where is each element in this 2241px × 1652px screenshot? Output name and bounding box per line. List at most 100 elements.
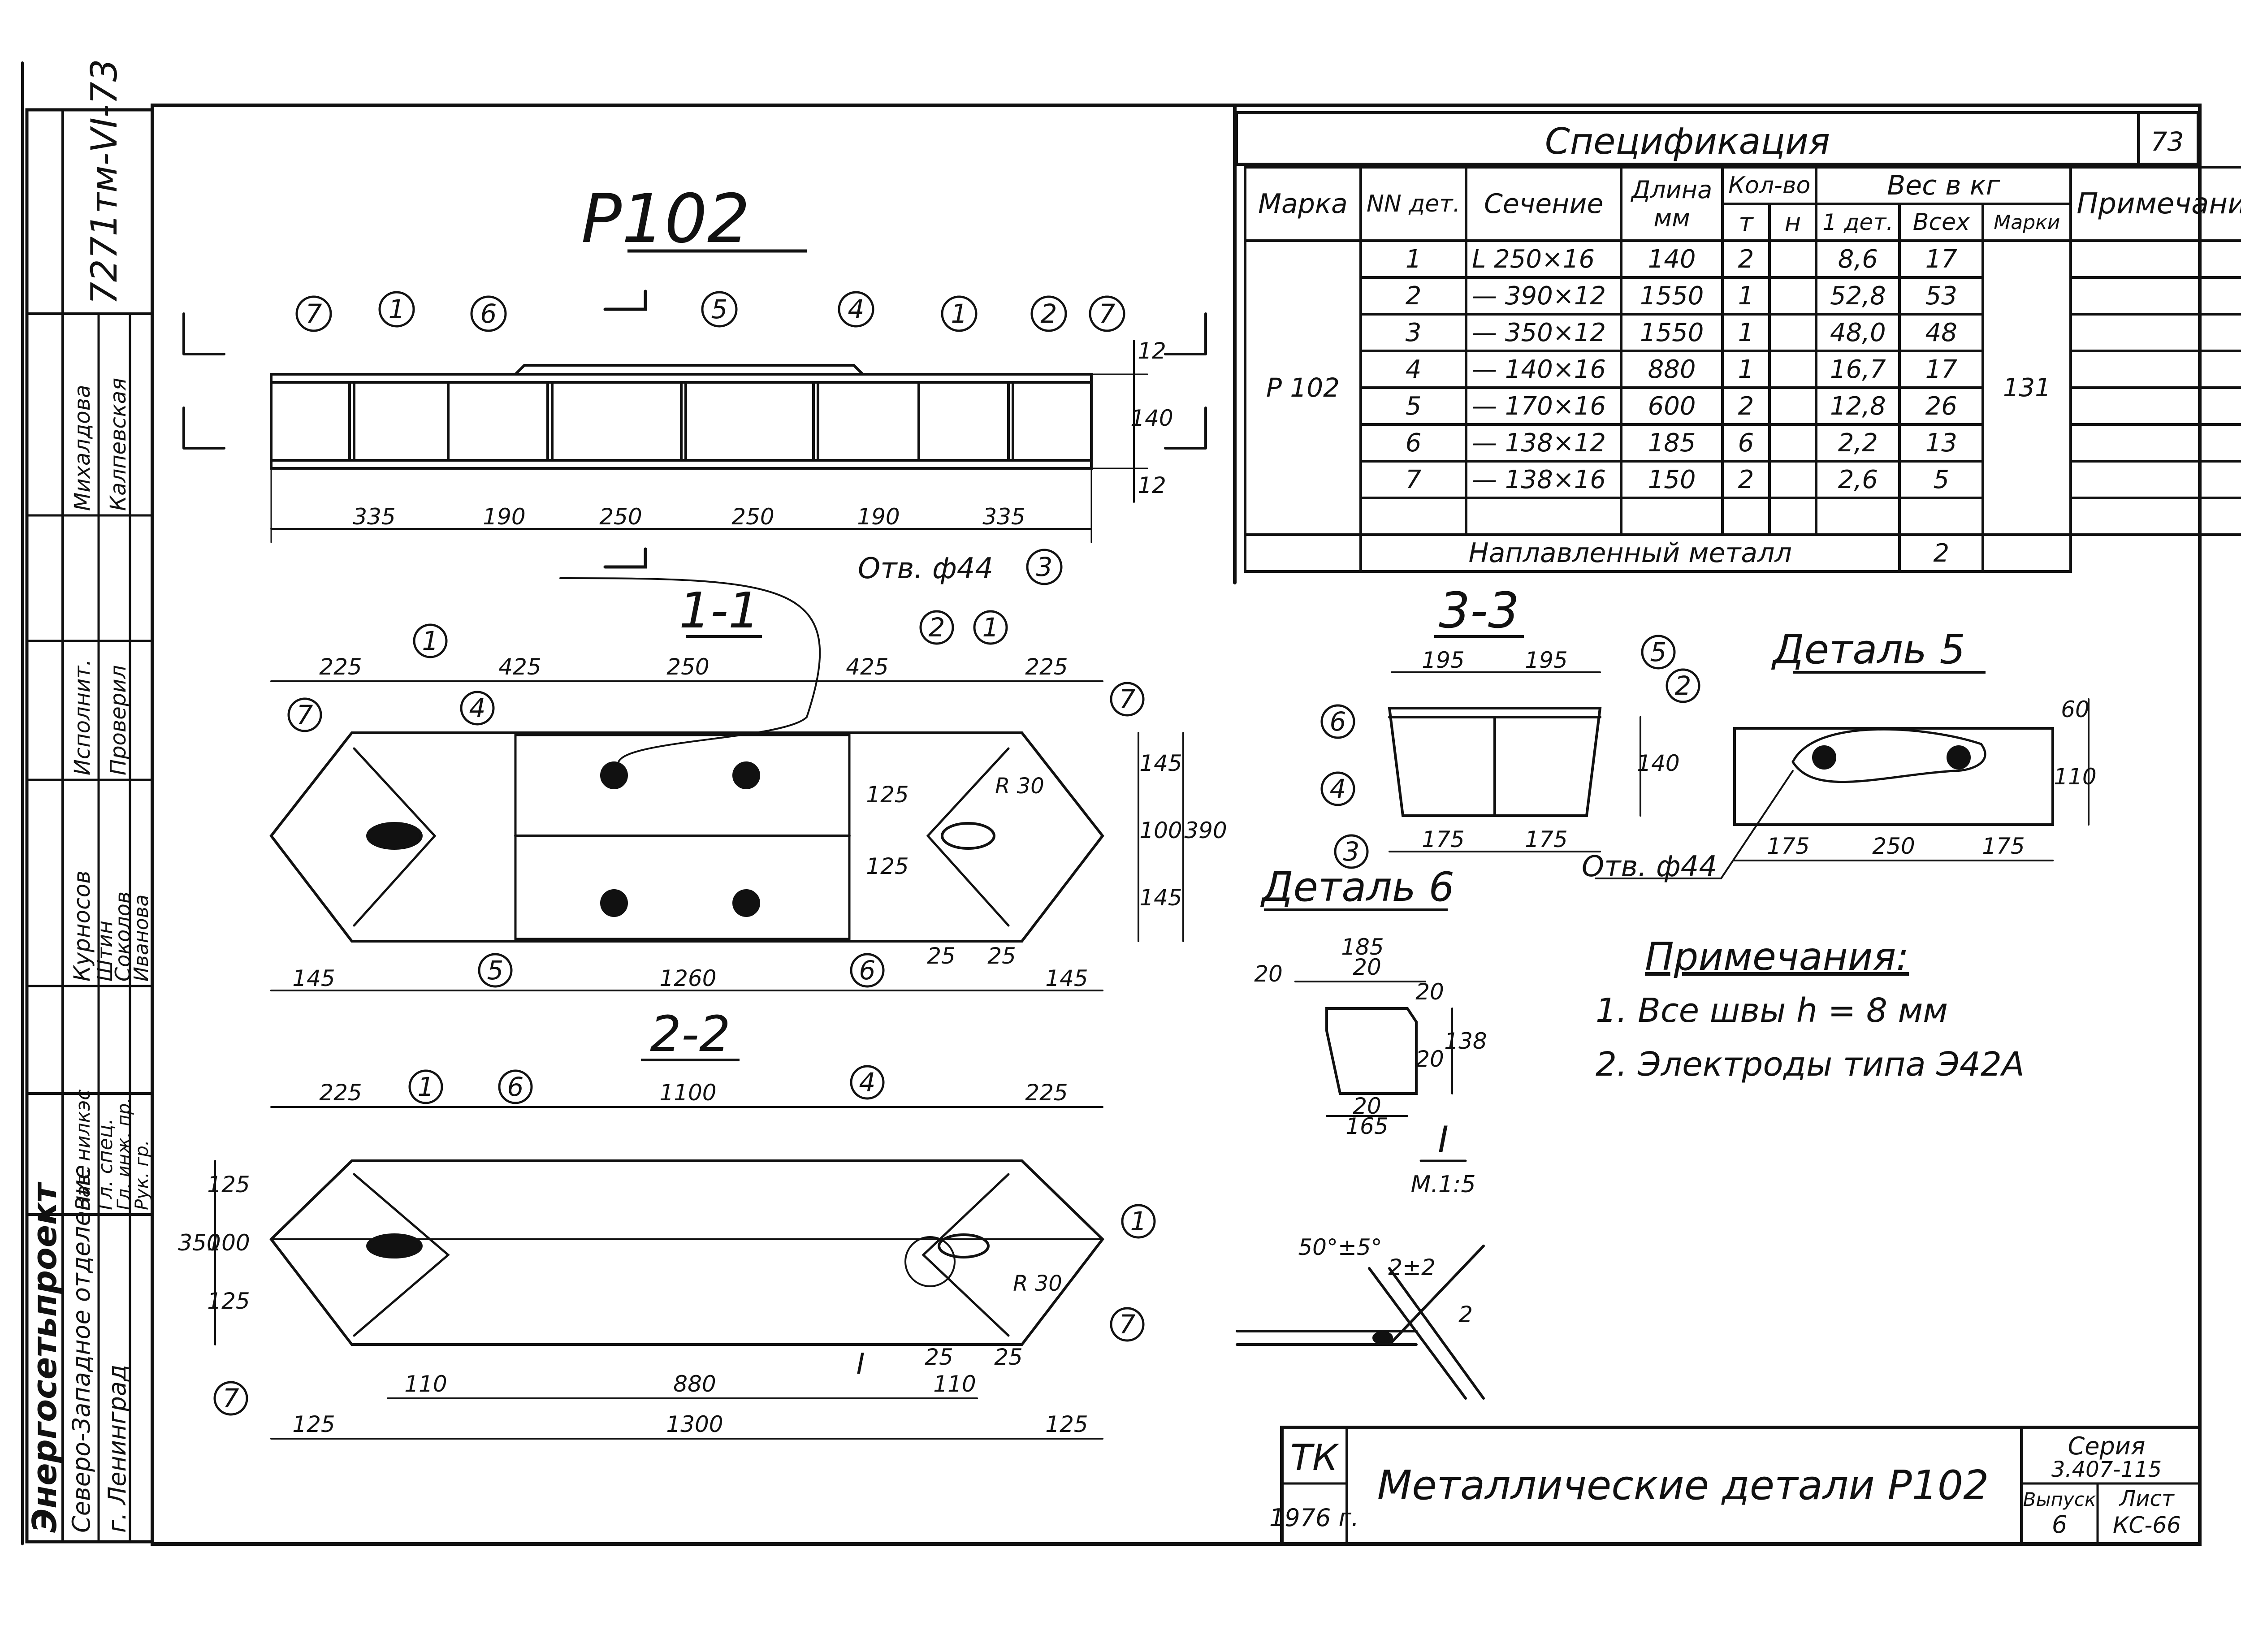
col-length: Длина мм	[1620, 166, 1724, 242]
svg-text:1: 1	[389, 294, 405, 324]
svg-text:7: 7	[1119, 1309, 1136, 1340]
svg-text:195: 195	[1525, 647, 1567, 673]
svg-text:Калпевская: Калпевская	[106, 378, 131, 511]
svg-text:125: 125	[207, 1288, 250, 1314]
svg-text:250: 250	[599, 504, 642, 530]
svg-text:250: 250	[1872, 833, 1915, 859]
svg-text:1: 1	[1130, 1206, 1147, 1237]
svg-text:225: 225	[1025, 654, 1068, 680]
svg-text:175: 175	[1767, 833, 1809, 859]
svg-text:1: 1	[982, 612, 999, 643]
svg-text:5: 5	[711, 294, 728, 324]
scale-node-label: I	[1438, 1119, 1449, 1160]
section-3-3	[1388, 671, 1641, 852]
svg-text:880: 880	[673, 1371, 716, 1397]
svg-text:12: 12	[1138, 472, 1166, 498]
col-nn: NN дет.	[1359, 166, 1468, 242]
section-2-2-title: 2-2	[650, 1005, 731, 1063]
svg-text:100: 100	[1139, 817, 1182, 843]
table-row	[1245, 497, 2241, 536]
mark-weight-cell: 131	[1981, 239, 2072, 536]
svg-text:Иванова: Иванова	[130, 895, 153, 982]
section-2-2	[214, 1106, 1105, 1440]
col-mark: Марка	[1244, 166, 1362, 242]
svg-text:175: 175	[1982, 833, 2025, 859]
radius-label-2: R 30	[1013, 1271, 1062, 1296]
svg-text:100: 100	[207, 1230, 250, 1256]
svg-text:138: 138	[1444, 1028, 1487, 1054]
svg-text:1: 1	[422, 626, 439, 656]
detail-5	[1595, 698, 2090, 879]
svg-text:250: 250	[731, 504, 774, 530]
svg-text:6: 6	[480, 298, 497, 329]
plan-view	[182, 290, 1207, 569]
svg-text:25: 25	[994, 1344, 1023, 1370]
col-note: Примечание	[2069, 166, 2241, 242]
svg-text:425: 425	[498, 654, 541, 680]
svg-text:425: 425	[846, 654, 888, 680]
svg-text:390: 390	[1184, 817, 1227, 843]
svg-text:г. Ленинград: г. Ленинград	[103, 1365, 131, 1533]
section-1-1	[269, 577, 1184, 991]
svg-text:125: 125	[292, 1411, 335, 1437]
svg-text:7271тм-VI-73: 7271тм-VI-73	[83, 59, 125, 305]
svg-text:145: 145	[292, 965, 335, 991]
svg-text:3: 3	[1343, 836, 1360, 867]
svg-text:2: 2	[929, 612, 945, 643]
svg-text:350: 350	[178, 1230, 221, 1256]
svg-text:3: 3	[1036, 552, 1053, 582]
svg-text:1: 1	[951, 298, 968, 329]
svg-text:25: 25	[987, 943, 1016, 969]
svg-text:Гл. спец.: Гл. спец.	[94, 1118, 117, 1210]
svg-text:110: 110	[933, 1371, 976, 1397]
issue-value: 6	[2052, 1510, 2067, 1539]
svg-text:225: 225	[319, 1080, 362, 1106]
sheet-value: КС-66	[2113, 1512, 2181, 1538]
svg-text:7: 7	[1119, 684, 1136, 714]
svg-text:335: 335	[982, 504, 1025, 530]
notes-block: Примечания: 1. Все швы h = 8 мм 2. Элект…	[1596, 930, 2025, 1091]
svg-text:225: 225	[1025, 1080, 1068, 1106]
hole-label-1: Отв. ф44	[858, 552, 993, 585]
section-1-1-title: 1-1	[679, 582, 760, 639]
svg-text:Курносов: Курносов	[69, 870, 95, 982]
svg-text:335: 335	[353, 504, 395, 530]
svg-text:7: 7	[1099, 298, 1116, 329]
year-label: 1976 г.	[1269, 1504, 1359, 1532]
svg-text:2: 2	[1041, 298, 1057, 329]
svg-text:1300: 1300	[666, 1411, 723, 1437]
svg-text:190: 190	[857, 504, 900, 530]
svg-text:Штин: Штин	[93, 921, 117, 982]
svg-text:5: 5	[1650, 637, 1667, 667]
col-qty-n: н	[1768, 203, 1818, 242]
svg-text:7: 7	[297, 700, 313, 730]
tk-label: ТК	[1290, 1437, 1339, 1479]
detail-6-title: Деталь 6	[1260, 864, 1454, 911]
svg-text:Михалдова: Михалдова	[70, 385, 95, 511]
hole-label-2: Отв. ф44	[1582, 850, 1717, 883]
svg-text:20: 20	[1353, 954, 1381, 980]
svg-text:1260: 1260	[659, 965, 716, 991]
sheet-title: Металлические детали Р102	[1377, 1462, 1989, 1509]
svg-text:140: 140	[1637, 750, 1679, 776]
notes-title: Примечания:	[1645, 934, 1909, 979]
svg-text:225: 225	[319, 654, 362, 680]
svg-text:5: 5	[487, 955, 504, 986]
svg-text:250: 250	[666, 654, 709, 680]
svg-text:125: 125	[866, 853, 909, 879]
svg-text:Зав. нилкэс: Зав. нилкэс	[72, 1090, 95, 1210]
weld-metal-value: 2	[1898, 533, 1985, 573]
svg-text:1100: 1100	[659, 1080, 716, 1106]
svg-text:190: 190	[483, 504, 525, 530]
svg-text:Рук. гр.: Рук. гр.	[132, 1140, 152, 1210]
svg-text:125: 125	[866, 782, 909, 808]
svg-text:6: 6	[859, 955, 876, 986]
svg-text:60: 60	[2061, 696, 2090, 722]
